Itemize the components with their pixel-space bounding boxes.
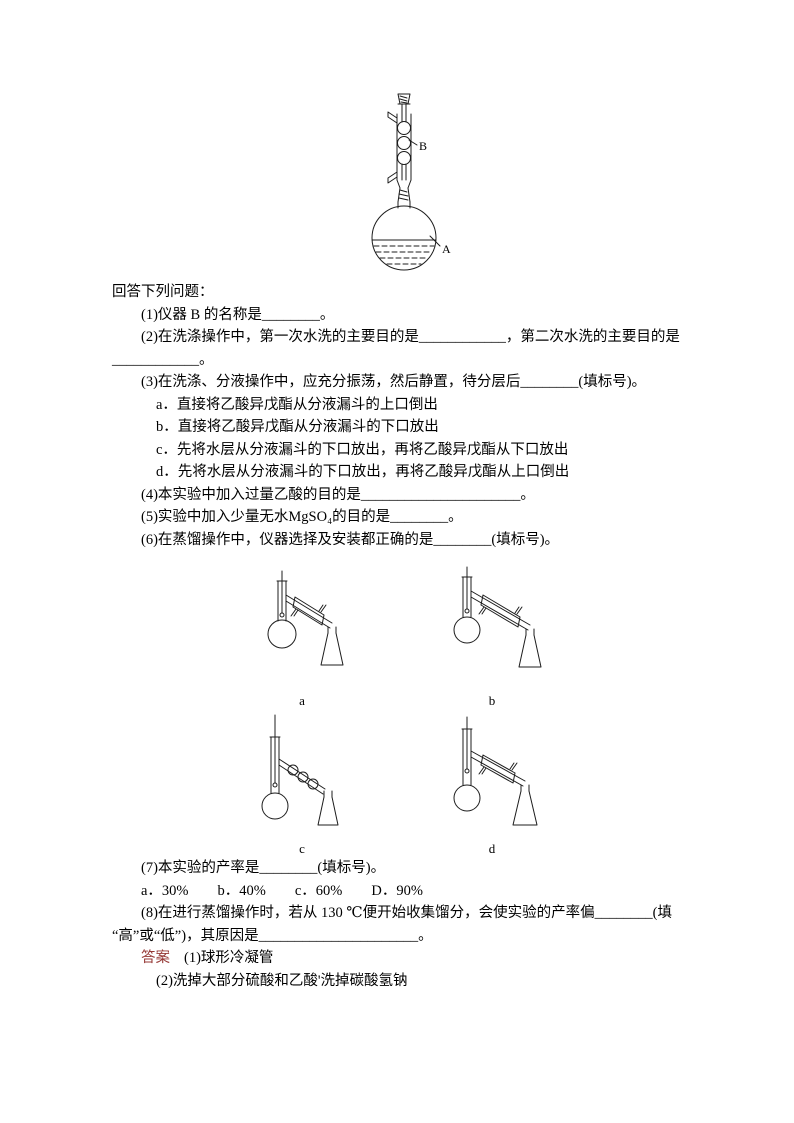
distill-d-diagram bbox=[453, 716, 538, 826]
distill-setup-a: a bbox=[207, 565, 397, 709]
answer-line-2: (2)洗掉大部分硫酸和乙酸'洗掉碳酸氢钠 bbox=[156, 972, 408, 989]
question-text-block: 回答下列问题： (1)仪器 B 的名称是________。 (2)在洗涤操作中，… bbox=[0, 281, 794, 992]
question-8-line-1: (8)在进行蒸馏操作时，若从 130 ℃便开始收集馏分，会使实验的产率偏____… bbox=[141, 905, 672, 921]
answer-1-text: (1)球形冷凝管 bbox=[184, 950, 274, 966]
question-7: (7)本实验的产率是________(填标号)。 bbox=[141, 860, 386, 876]
distill-b-diagram bbox=[453, 566, 542, 668]
main-apparatus-figure: B A bbox=[352, 88, 464, 280]
question-5: (5)实验中加入少量无水MgSO₄的目的是________。 bbox=[141, 509, 463, 525]
distill-c-diagram bbox=[261, 714, 339, 826]
distill-label-b: b bbox=[488, 693, 496, 708]
question-2-line-2: ____________。 bbox=[112, 351, 214, 368]
distill-label-a: a bbox=[299, 693, 305, 708]
distill-label-d: d bbox=[488, 841, 496, 856]
question-3-option-a: a．直接将乙酸异戊酯从分液漏斗的上口倒出 bbox=[156, 396, 438, 413]
question-3-option-c: c．先将水层从分液漏斗的下口放出，再将乙酸异戊酯从下口放出 bbox=[156, 441, 569, 458]
question-3-option-d: d．先将水层从分液漏斗的下口放出，再将乙酸异戊酯从上口倒出 bbox=[156, 464, 570, 480]
question-8-line-2: “高”或“低”)，其原因是______________________。 bbox=[112, 927, 433, 944]
question-1: (1)仪器 B 的名称是________。 bbox=[141, 306, 335, 323]
flask-label: A bbox=[442, 242, 451, 256]
distill-a-diagram bbox=[267, 570, 344, 666]
distill-setup-d: d bbox=[397, 713, 587, 857]
answer-line-1: 答案 (1)球形冷凝管 bbox=[112, 947, 682, 970]
distill-setup-c: c bbox=[207, 713, 397, 857]
answer-badge: 答案 bbox=[141, 950, 170, 966]
flask-condenser-diagram: B A bbox=[371, 93, 451, 271]
question-7-options: a．30% b．40% c．60% D．90% bbox=[141, 882, 423, 899]
distill-setup-b: b bbox=[397, 565, 587, 709]
question-6: (6)在蒸馏操作中，仪器选择及安装都正确的是________(填标号)。 bbox=[141, 531, 560, 548]
question-3-option-b: b．直接将乙酸异戊酯从分液漏斗的下口放出 bbox=[156, 419, 439, 435]
distillation-figure: a b bbox=[112, 565, 682, 857]
question-3: (3)在洗涤、分液操作中，应充分振荡，然后静置，待分层后________(填标号… bbox=[141, 374, 647, 390]
intro-line: 回答下列问题： bbox=[112, 284, 214, 300]
distill-label-c: c bbox=[299, 841, 305, 856]
condenser-label: B bbox=[419, 139, 427, 153]
question-4: (4)本实验中加入过量乙酸的目的是______________________。 bbox=[141, 486, 535, 503]
question-2-line-1: (2)在洗涤操作中，第一次水洗的主要目的是____________，第二次水洗的… bbox=[141, 329, 680, 345]
